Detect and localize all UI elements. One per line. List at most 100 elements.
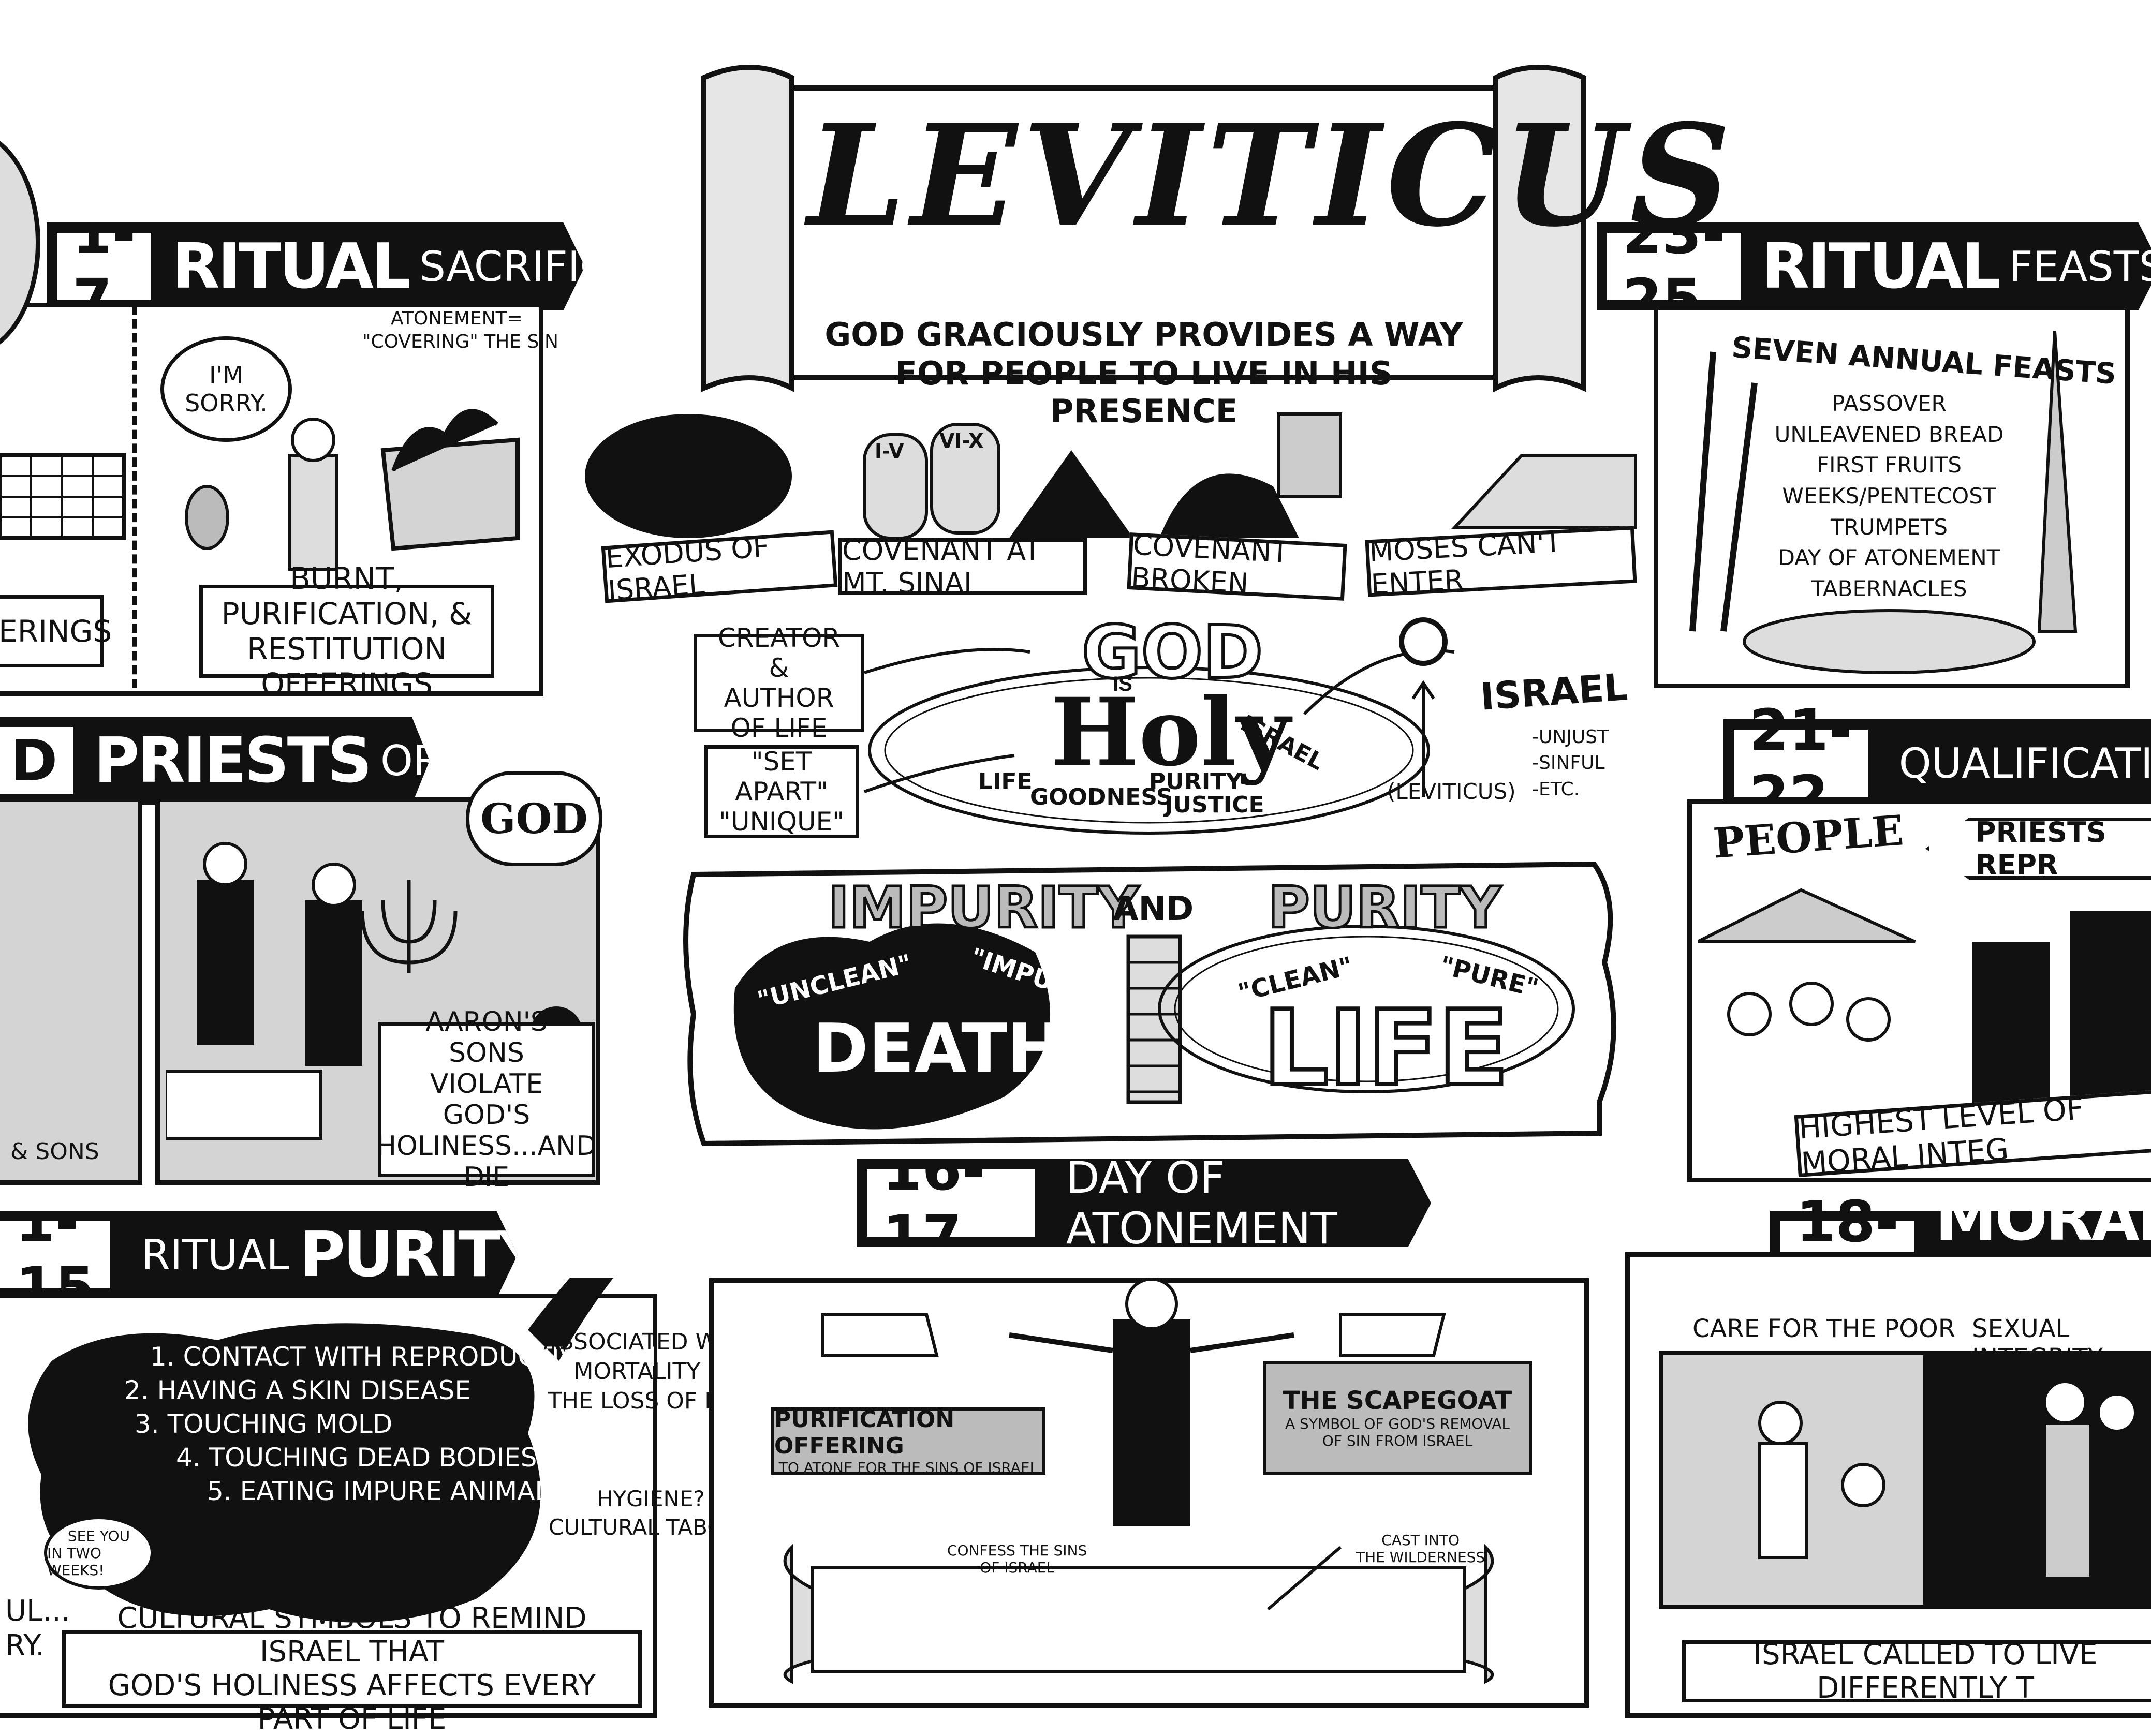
banner-11-15: 1-15 RITUAL PURITY [0, 1211, 518, 1299]
caption-line-1: CULTURAL SYMBOLS TO REMIND ISRAEL THAT [117, 1601, 587, 1669]
banner-1-7: 1-7 RITUAL SACRIFICES [47, 222, 585, 310]
ink-splat [28, 1278, 613, 1623]
caption-line-2: GOD'S HOLINESS AFFECTS EVERY PART OF LIF… [108, 1669, 596, 1736]
chapter-number: D [0, 722, 79, 799]
banner-big: PURITY [299, 1219, 542, 1291]
atonement-illustration [783, 1278, 1494, 1684]
purification-sub: TO ATONE FOR THE SINS OF ISRAEL [778, 1459, 1038, 1476]
set-apart-line-2: "UNIQUE" [718, 807, 845, 837]
attr-justice: JUSTICE [1165, 792, 1264, 818]
banner-big: PRIESTS [94, 724, 372, 797]
purification-box: PURIFICATION OFFERING TO ATONE FOR THE S… [771, 1406, 1045, 1476]
attr-goodness: GOODNESS [1030, 784, 1173, 810]
trait-2: -SINFUL [1532, 752, 1605, 774]
caption-line-3: HOLINESS...AND DIE [376, 1131, 597, 1193]
left-frag-2: RY. [5, 1629, 45, 1663]
caption-line-1: AARON'S SONS [425, 1006, 548, 1069]
left-offerings-text: FERINGS [0, 614, 112, 649]
title-subtitle-2: FOR PEOPLE TO LIVE IN HIS PRESENCE [895, 354, 1393, 430]
priests-illustration [166, 842, 458, 1140]
impurity-item-3: 3. TOUCHING MOLD [135, 1409, 393, 1439]
scapegoat-sub-1: A SYMBOL OF GOD'S REMOVAL [1285, 1415, 1510, 1432]
banner-big: RITUAL [1761, 230, 2001, 303]
confess-line-2: OF ISRAEL [980, 1559, 1055, 1576]
tablet-2-label: VI-X [939, 429, 984, 452]
impurity-item-1: 1. CONTACT WITH REPRODUCTIVE FLUIDS [150, 1342, 693, 1372]
holy-word: Holy [1051, 678, 1291, 787]
ribbon-covenant: COVENANT AT MT. SINAI [838, 534, 1087, 599]
set-apart-box: "SET APART" "UNIQUE" [704, 745, 859, 838]
banner-21-22: 21-22 QUALIFICATIO [1723, 697, 2151, 829]
chapter-number: 21-22 [1729, 697, 1873, 829]
title-scroll [701, 65, 1586, 393]
caption-line-2: RESTITUTION OFFERINGS [247, 631, 447, 702]
purification-title: PURIFICATION OFFERING [774, 1406, 955, 1459]
cast-note: CAST INTO THE WILDERNESS [1356, 1532, 1485, 1566]
priests-arrow-text: PRIESTS REPR [1976, 816, 2106, 881]
impurity-item-4: 4. TOUCHING DEAD BODIES [176, 1443, 537, 1473]
scapegoat-box: THE SCAPEGOAT A SYMBOL OF GOD'S REMOVAL … [1263, 1361, 1532, 1475]
impurity-item-2: 2. HAVING A SKIN DISEASE [124, 1375, 471, 1405]
banner-small: QUALIFICATIO [1898, 739, 2151, 788]
left-frag-1: UL... [5, 1594, 70, 1628]
altar-illustration [0, 409, 520, 571]
cast-line-2: THE WILDERNESS [1356, 1549, 1485, 1566]
panel-divider [132, 305, 137, 688]
hygiene-line-1: HYGIENE? [596, 1486, 705, 1511]
page-title: LEVITICUS [807, 93, 1736, 258]
caption-line-2: VIOLATE GOD'S [430, 1069, 543, 1131]
banner-big: RITUAL [172, 230, 411, 303]
feast-3: FIRST FRUITS [1816, 452, 1962, 478]
impurity-list: 1. CONTACT WITH REPRODUCTIVE FLUIDS 2. H… [124, 1340, 693, 1508]
left-fragment: UL... RY. [5, 1594, 70, 1663]
tablet-1-label: I-V [875, 440, 904, 463]
banner-23-25: 23-25 RITUAL FEASTS [1597, 222, 2151, 310]
panel-priests-left [0, 797, 142, 1185]
cast-line-1: CAST INTO [1381, 1532, 1460, 1549]
atonement-note-1: ATONEMENT= [391, 308, 523, 329]
god-cloud: GOD [466, 771, 602, 866]
banner-small: ORDAINED [380, 736, 603, 785]
banner-small: SACRIFICES [419, 242, 661, 291]
speech-text: I'M SORRY. [185, 361, 268, 417]
impurity-item-5: 5. EATING IMPURE ANIMALS [207, 1476, 566, 1506]
life-word: LIFE [1261, 986, 1511, 1111]
banner-small: RITUAL [141, 1230, 289, 1279]
feast-4: WEEKS/PENTECOST [1782, 483, 1996, 509]
trait-1: -UNJUST [1532, 726, 1609, 748]
creator-line-1: CREATOR & [717, 623, 841, 683]
feast-2: UNLEAVENED BREAD [1774, 421, 2004, 447]
care-label: CARE FOR THE POOR [1692, 1314, 1956, 1343]
set-apart-line-1: "SET APART" [734, 747, 828, 807]
banner-16-17: 16-17 DAY OF ATONEMENT [857, 1159, 1431, 1247]
title-subtitle-1: GOD GRACIOUSLY PROVIDES A WAY [824, 316, 1463, 353]
banner-8-10: D PRIESTS ORDAINED [0, 717, 430, 805]
wood-sign [683, 861, 1616, 1147]
is-word: IS [1113, 673, 1132, 695]
chapter-number: 1-15 [0, 1211, 116, 1299]
speech-bubble: I'M SORRY. [160, 336, 292, 442]
story-illustrations [585, 412, 1637, 540]
creator-line-2: AUTHOR OF LIFE [724, 683, 834, 743]
death-word: DEATH [813, 1009, 1064, 1088]
feast-1: PASSOVER [1832, 391, 1947, 416]
confess-line-1: CONFESS THE SINS [947, 1542, 1087, 1559]
feast-6: DAY OF ATONEMENT [1778, 545, 2000, 571]
moral-illustration [1758, 1380, 2137, 1580]
banner-small: FEASTS [2009, 242, 2151, 291]
and-word: AND [1113, 890, 1194, 928]
bubble-line-1: SEE YOU [67, 1527, 130, 1545]
attr-life: LIFE [978, 768, 1033, 795]
ribbon-exodus: EXODUS OF ISRAEL [601, 530, 838, 607]
atonement-note-2: "COVERING" THE SIN [362, 331, 558, 352]
creator-box: CREATOR & AUTHOR OF LIFE [694, 623, 864, 743]
cultural-symbols-caption: CULTURAL SYMBOLS TO REMIND ISRAEL THAT G… [62, 1601, 642, 1736]
scapegoat-title: THE SCAPEGOAT [1283, 1386, 1512, 1415]
feast-7: TABERNACLES [1811, 575, 1967, 601]
chapter-number: 16-17 [862, 1159, 1040, 1247]
banner-title: DAY OF ATONEMENT [1066, 1152, 1337, 1254]
caption-text: ISRAEL CALLED TO LIVE DIFFERENTLY T [1753, 1638, 2098, 1705]
left-offerings-caption: FERINGS [0, 595, 112, 667]
chapter-number: 23-25 [1602, 222, 1746, 310]
trait-3: -ETC. [1532, 778, 1580, 800]
